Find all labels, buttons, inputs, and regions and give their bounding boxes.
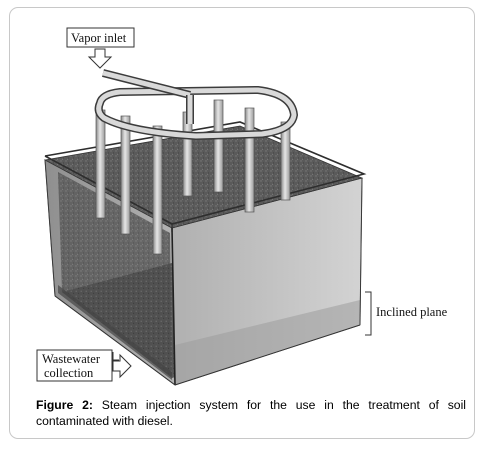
vapor-inlet-callout: Vapor inlet [66, 27, 135, 69]
vapor-inlet-box [66, 27, 135, 48]
figure-caption-text: Steam injection system for the use in th… [36, 398, 467, 428]
figure-caption: Figure 2: Steam injection system for the… [36, 397, 466, 429]
wastewater-channel [58, 285, 172, 380]
inclined-plane-wedge [175, 300, 360, 385]
inclined-plane-bracket [365, 291, 372, 336]
lance-pipe [152, 125, 163, 255]
lance-pipe [244, 107, 255, 213]
wastewater-arrow-icon [112, 353, 132, 379]
wastewater-label-line2: collection [44, 366, 94, 380]
tank [43, 121, 367, 386]
lance-pipe [213, 99, 224, 193]
wastewater-callout: Wastewater collection [36, 349, 132, 382]
inclined-plane-label: Inclined plane [376, 305, 448, 319]
vapor-inlet-arrow-icon [87, 48, 113, 69]
wastewater-drip-icon [112, 352, 119, 361]
inclined-plane-callout: Inclined plane [365, 291, 448, 336]
lance-pipe [280, 121, 291, 201]
vapor-inlet-label: Vapor inlet [71, 31, 127, 45]
lance-pipe [182, 111, 193, 197]
figure-caption-label: Figure 2: [36, 398, 93, 412]
wastewater-label-line1: Wastewater [42, 352, 101, 366]
lance-pipe [120, 115, 131, 235]
steam-manifold [94, 69, 299, 141]
wastewater-box [36, 349, 113, 382]
lance-pipe [95, 109, 106, 219]
